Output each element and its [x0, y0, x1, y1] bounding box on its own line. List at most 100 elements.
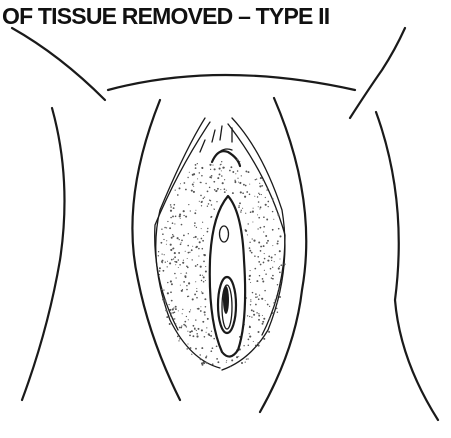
stipple-dot	[249, 247, 251, 249]
stipple-dot	[260, 227, 262, 229]
stipple-dot	[245, 229, 247, 231]
stipple-dot	[266, 219, 268, 221]
stipple-dot	[235, 181, 237, 183]
stipple-dot	[250, 282, 251, 283]
stipple-dot	[277, 284, 278, 285]
stipple-dot	[217, 177, 219, 179]
stipple-dot	[189, 172, 190, 173]
stipple-dot	[206, 327, 207, 328]
stipple-dot	[183, 215, 184, 216]
stipple-dot	[259, 185, 261, 187]
stipple-dot	[179, 187, 181, 189]
stipple-dot	[248, 223, 249, 224]
stipple-dot	[187, 177, 188, 178]
stipple-dot	[232, 171, 234, 173]
stipple-dot	[162, 260, 164, 262]
stipple-dot	[230, 366, 231, 367]
stipple-dot	[173, 307, 174, 308]
stipple-dot	[237, 170, 239, 172]
stipple-dot	[196, 288, 197, 289]
stipple-dot	[187, 258, 188, 259]
stipple-dot	[241, 210, 242, 211]
stipple-dot	[175, 261, 177, 263]
stipple-dot	[249, 333, 250, 334]
right-inner-thigh-line	[260, 98, 306, 412]
stipple-dot	[168, 304, 169, 305]
stipple-dot	[169, 309, 171, 311]
stipple-dot	[174, 318, 175, 319]
stipple-dot	[263, 226, 265, 228]
stipple-dot	[261, 185, 263, 187]
stipple-dot	[268, 206, 269, 207]
stipple-dot	[188, 204, 189, 205]
stipple-dot	[239, 183, 240, 184]
stipple-dot	[161, 289, 162, 290]
stipple-dot	[202, 168, 203, 169]
stipple-dot	[213, 208, 214, 209]
stipple-dot	[186, 316, 187, 317]
stipple-dot	[195, 348, 197, 350]
stipple-dot	[249, 336, 251, 338]
stipple-dot	[162, 270, 164, 272]
stipple-dot	[183, 324, 185, 326]
stipple-dot	[169, 323, 171, 325]
stipple-dot	[258, 319, 260, 321]
stipple-dot	[201, 201, 202, 202]
stipple-dot	[249, 316, 250, 317]
stipple-dot	[202, 364, 204, 366]
stipple-dot	[183, 260, 184, 261]
stipple-dot	[202, 292, 204, 294]
stipple-dot	[279, 271, 281, 273]
stipple-dot	[167, 266, 168, 267]
stipple-dot	[193, 186, 194, 187]
stipple-dot	[238, 182, 239, 183]
stipple-dot	[203, 281, 205, 283]
stipple-dot	[201, 205, 202, 206]
stipple-dot	[167, 282, 168, 283]
stipple-dot	[213, 338, 215, 340]
stipple-dot	[174, 223, 175, 224]
stipple-dot	[251, 252, 253, 254]
stipple-dot	[265, 204, 267, 206]
stipple-dot	[191, 190, 193, 192]
stipple-dot	[202, 240, 204, 242]
left-upper-contour	[12, 28, 105, 100]
stipple-dot	[259, 183, 260, 184]
stipple-dot	[248, 171, 250, 173]
stipple-dot	[174, 252, 176, 254]
stipple-dot	[195, 281, 196, 282]
stipple-dot	[161, 228, 162, 229]
stipple-dot	[170, 206, 172, 208]
stipple-dot	[165, 262, 166, 263]
stipple-dot	[255, 345, 257, 347]
stipple-dot	[269, 306, 270, 307]
stipple-dot	[284, 263, 286, 265]
stipple-dot	[184, 275, 186, 277]
stipple-dot	[201, 291, 202, 292]
stipple-dot	[265, 197, 266, 198]
stipple-dot	[262, 180, 263, 181]
stipple-dot	[182, 262, 184, 264]
stipple-dot	[195, 265, 197, 267]
stipple-dot	[245, 213, 246, 214]
stipple-dot	[217, 361, 219, 363]
stipple-dot	[235, 173, 236, 174]
stipple-dot	[179, 215, 181, 217]
stipple-dot	[184, 182, 186, 184]
stipple-dot	[175, 216, 176, 217]
stipple-dot	[193, 325, 195, 327]
stipple-dot	[269, 318, 271, 320]
stipple-dot	[202, 275, 203, 276]
stipple-dot	[216, 358, 218, 360]
stipple-dot	[267, 304, 269, 306]
stipple-dot	[194, 225, 195, 226]
stipple-dot	[205, 266, 206, 267]
stipple-dot	[259, 208, 260, 209]
stipple-dot	[205, 280, 206, 281]
stipple-dot	[273, 219, 274, 220]
stipple-dot	[197, 163, 198, 164]
stipple-dot	[200, 306, 201, 307]
stipple-dot	[263, 318, 265, 320]
stipple-dot	[272, 275, 274, 277]
